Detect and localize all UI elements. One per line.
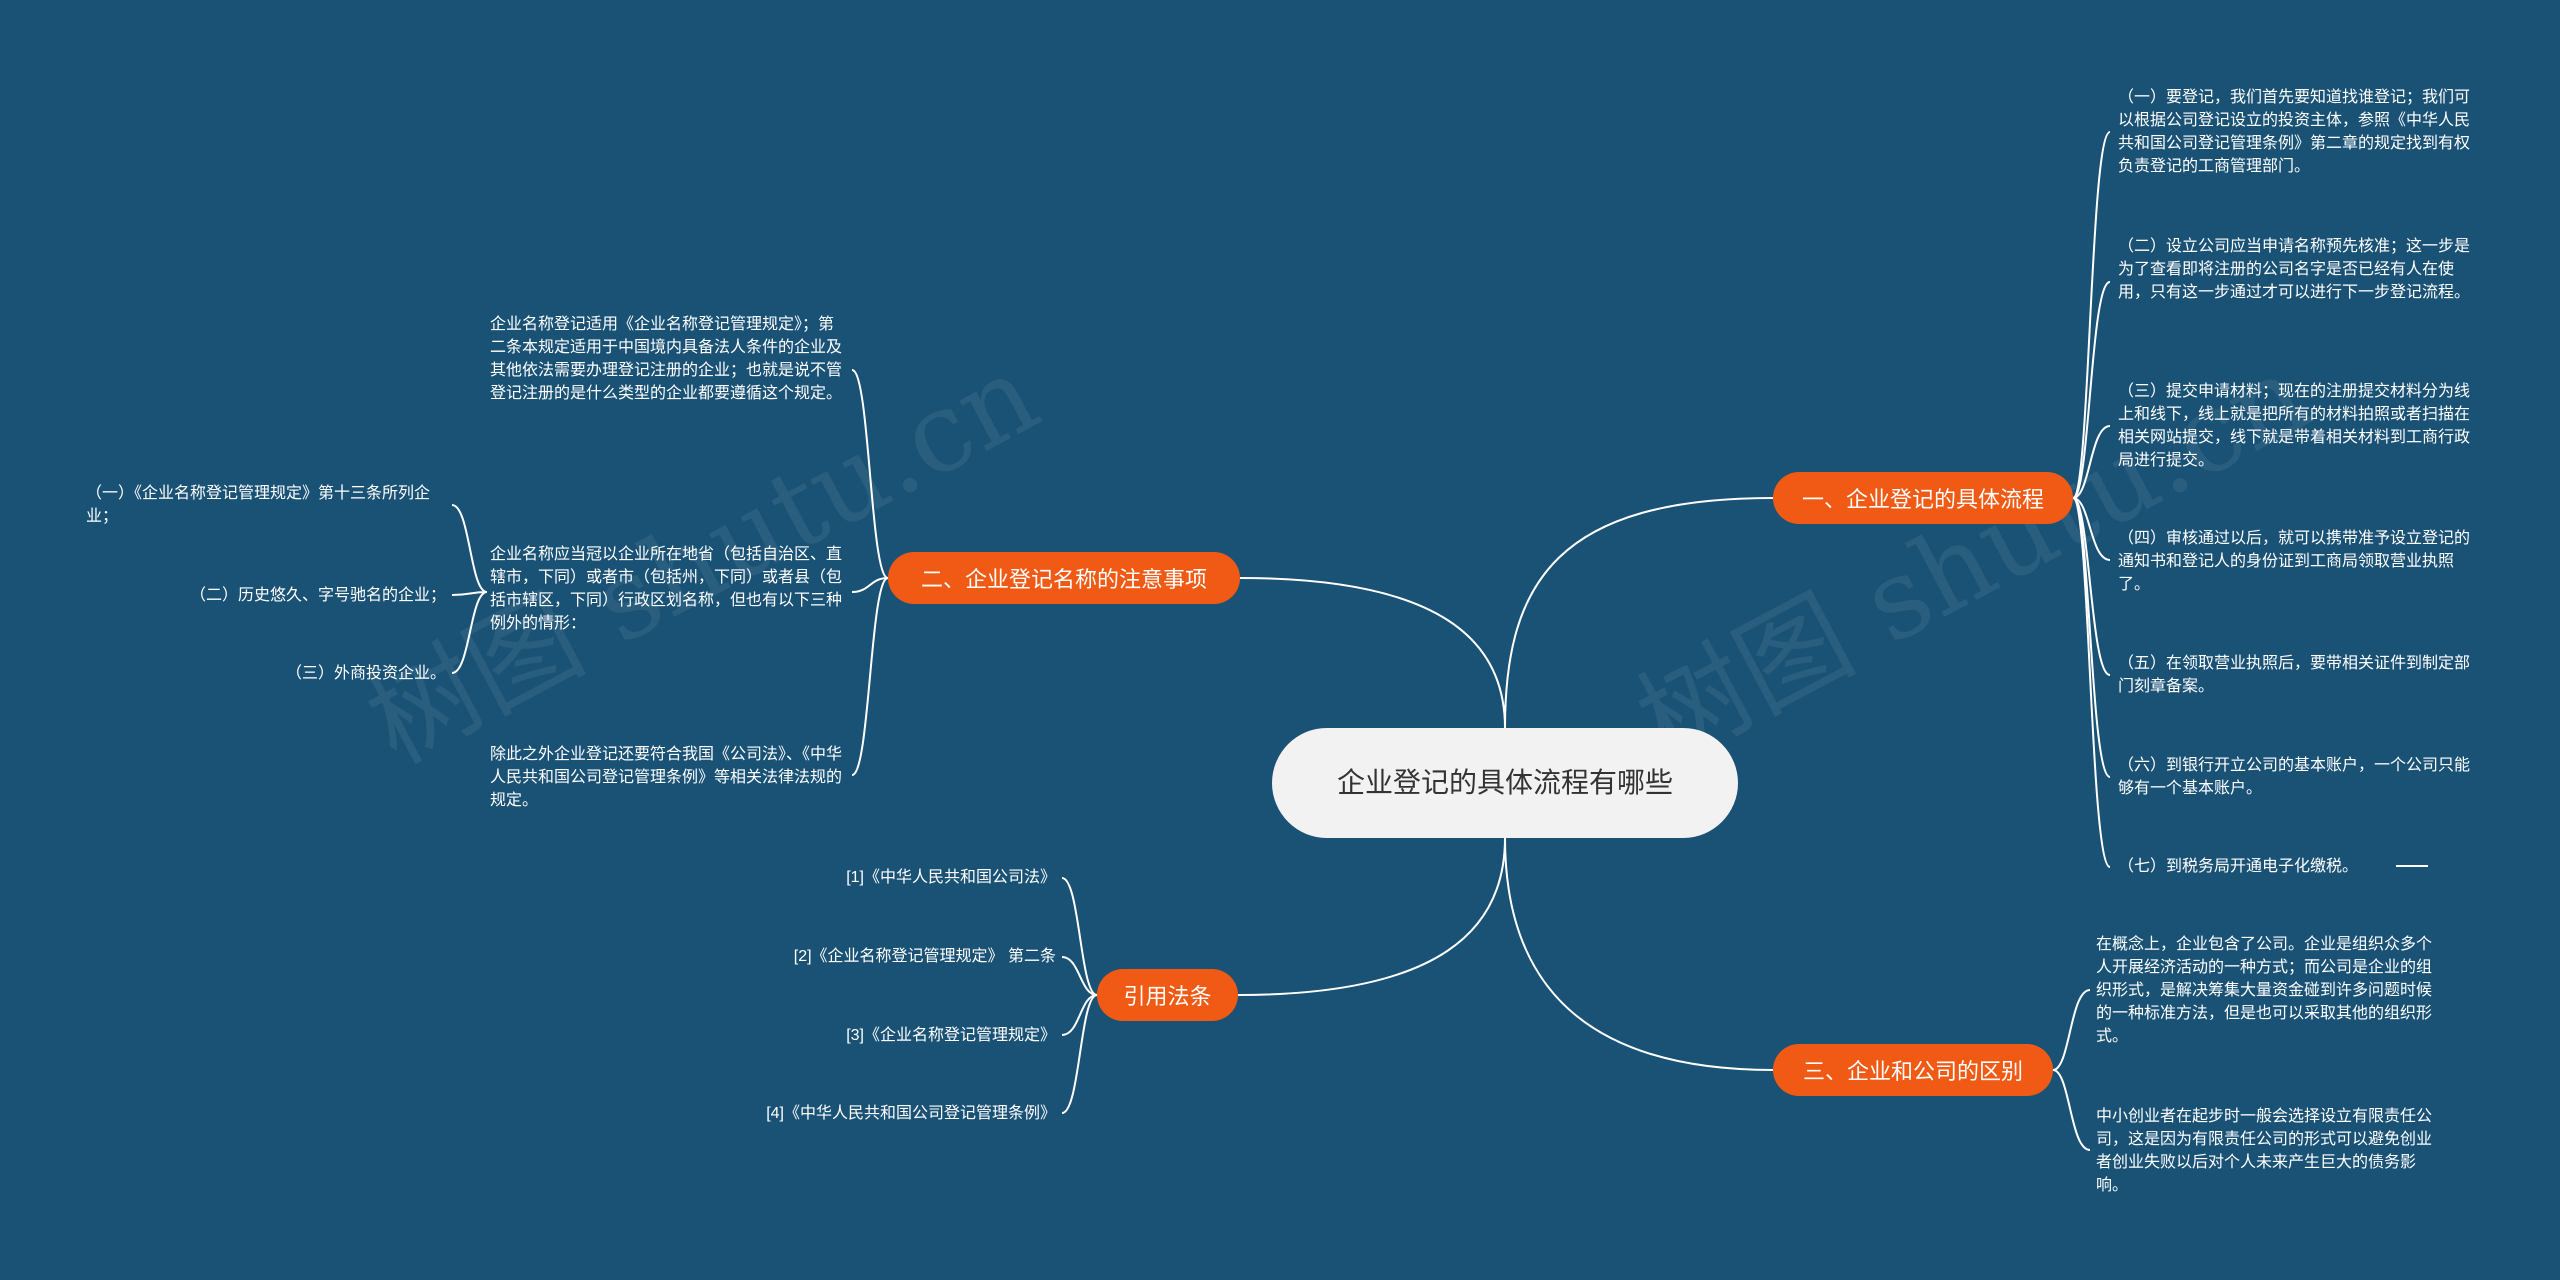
link-b4-law3 <box>1061 994 1098 1036</box>
law-item-4[interactable]: [4]《中华人民共和国公司登记管理条例》 <box>766 1105 1056 1122</box>
link-b2-note2 <box>851 577 889 593</box>
link-b4-law2 <box>1061 956 1098 996</box>
law-item-3[interactable]: [3]《企业名称登记管理规定》 <box>846 1027 1056 1044</box>
link-center-b3 <box>1504 837 1774 1071</box>
flow-item-1[interactable]: （一）要登记，我们首先要知道找谁登记；我们可以根据公司登记设立的投资主体，参照《… <box>2118 89 2471 175</box>
link-center-b2 <box>1239 577 1506 729</box>
branch-cited-laws[interactable]: 引用法条 <box>1097 969 1238 1021</box>
link-note2-ex3 <box>451 591 488 674</box>
link-b4-law4 <box>1061 994 1098 1114</box>
branch-label: 三、企业和公司的区别 <box>1802 1059 2023 1084</box>
flow-item-3[interactable]: （三）提交申请材料；现在的注册提交材料分为线上和线下，线上就是把所有的材料拍照或… <box>2118 383 2471 469</box>
branch-company-difference[interactable]: 三、企业和公司的区别 <box>1773 1044 2053 1096</box>
flow-item-5[interactable]: （五）在领取营业执照后，要带相关证件到制定部门刻章备案。 <box>2118 655 2471 695</box>
link-b2-note1 <box>851 369 889 579</box>
law-item-1[interactable]: [1]《中华人民共和国公司法》 <box>846 869 1056 886</box>
link-b3-diff2 <box>2052 1069 2091 1151</box>
link-center-b1 <box>1504 497 1774 729</box>
flow-item-2[interactable]: （二）设立公司应当申请名称预先核准；这一步是为了查看即将注册的公司名字是否已经有… <box>2118 238 2471 301</box>
link-b2-note3 <box>851 577 889 776</box>
name-note-2[interactable]: 企业名称应当冠以企业所在地省（包括自治区、直辖市，下同）或者市（包括州，下同）或… <box>490 546 843 632</box>
link-note2-ex2 <box>451 591 488 596</box>
link-b4-law1 <box>1061 877 1098 996</box>
link-center-b4 <box>1237 837 1506 996</box>
link-b1-flow4 <box>2072 497 2111 561</box>
exception-item-2[interactable]: （二）历史悠久、字号驰名的企业； <box>189 587 446 604</box>
link-b1-flow6 <box>2072 497 2111 778</box>
link-b1-flow2 <box>2072 281 2111 499</box>
link-b1-flow5 <box>2072 497 2111 676</box>
link-note2-ex1 <box>451 504 488 593</box>
central-topic[interactable]: 企业登记的具体流程有哪些 <box>1272 728 1738 838</box>
difference-item-2[interactable]: 中小创业者在起步时一般会选择设立有限责任公司，这是因为有限责任公司的形式可以避免… <box>2096 1108 2433 1194</box>
flow-item-7[interactable]: （七）到税务局开通电子化缴税。 <box>2118 858 2359 875</box>
name-note-1[interactable]: 企业名称登记适用《企业名称登记管理规定》；第二条本规定适用于中国境内具备法人条件… <box>490 316 843 402</box>
exception-item-1[interactable]: （一）《企业名称登记管理规定》第十三条所列企业； <box>86 485 431 525</box>
exception-item-3[interactable]: （三）外商投资企业。 <box>285 665 446 682</box>
difference-item-1[interactable]: 在概念上，企业包含了公司。企业是组织众多个人开展经济活动的一种方式；而公司是企业… <box>2096 936 2433 1045</box>
link-b1-flow3 <box>2072 425 2111 499</box>
branch-name-notes[interactable]: 二、企业登记名称的注意事项 <box>888 552 1240 604</box>
branch-registration-flow[interactable]: 一、企业登记的具体流程 <box>1773 472 2073 524</box>
flow-item-6[interactable]: （六）到银行开立公司的基本账户，一个公司只能够有一个基本账户。 <box>2118 757 2471 797</box>
branch-label: 一、企业登记的具体流程 <box>1801 487 2044 512</box>
law-item-2[interactable]: [2]《企业名称登记管理规定》 第二条 <box>793 948 1056 965</box>
branch-label: 引用法条 <box>1123 984 1212 1009</box>
branch-label: 二、企业登记名称的注意事项 <box>920 567 1207 592</box>
central-topic-label: 企业登记的具体流程有哪些 <box>1336 767 1673 798</box>
link-b3-diff1 <box>2052 989 2091 1071</box>
link-b1-flow7 <box>2072 497 2111 868</box>
flow-item-4[interactable]: （四）审核通过以后，就可以携带准予设立登记的通知书和登记人的身份证到工商局领取营… <box>2118 530 2471 593</box>
link-b1-flow1 <box>2072 131 2111 499</box>
name-note-3[interactable]: 除此之外企业登记还要符合我国《公司法》、《中华人民共和国公司登记管理条例》等相关… <box>490 746 843 809</box>
